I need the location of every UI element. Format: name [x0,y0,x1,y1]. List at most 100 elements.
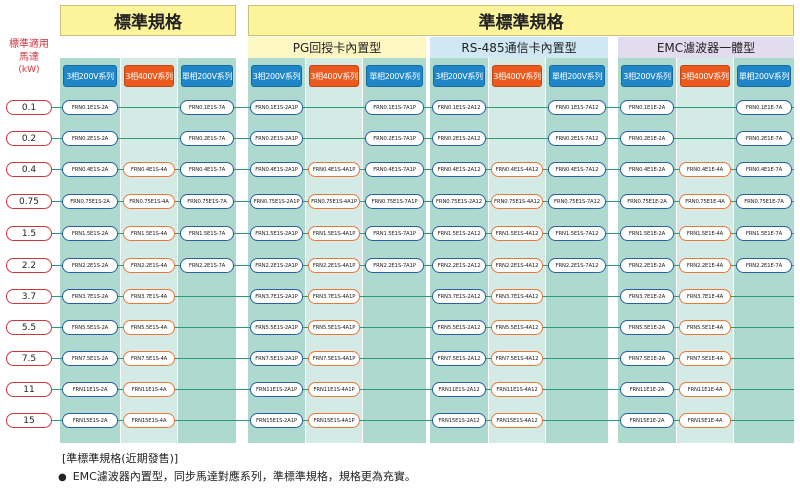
rating-label: 0.2 [6,131,52,146]
emc-filter-header: EMC濾波器一體型 [618,37,794,58]
series-header-emc-1p: 單相200V系列 [737,65,791,87]
model-cell: FRN0.4E1S-7A [180,162,234,177]
series-header-rs-200: 3相200V系列 [433,65,485,87]
column-band [546,58,608,443]
model-cell: FRN5.5E1S-4A1P [308,320,360,335]
model-cell: FRN15E1S-2A12 [432,413,486,428]
model-cell: FRN15E1S-2A [62,413,118,428]
model-cell: FRN0.2E1E-7A [736,131,792,146]
note-line: ●EMC濾波器內置型，同步馬達對應系列，準標準規格，規格更為充實。 [58,468,416,484]
rating-header-line1: 標準適用 [9,39,49,50]
column-band [489,58,545,443]
model-cell: FRN15E1S-4A12 [491,413,543,428]
series-header-std-1p: 單相200V系列 [181,65,233,87]
model-cell: FRN7.5E1E-2A [620,351,674,366]
model-cell: FRN0.4E1E-2A [620,162,674,177]
model-cell: FRN0.4E1S-4A12 [491,162,543,177]
model-cell: FRN5.5E1S-2A1P [250,320,303,335]
rating-label: 1.5 [6,226,52,241]
model-cell: FRN11E1S-4A1P [308,382,360,397]
model-cell: FRN0.1E1S-7A [180,100,234,115]
model-cell: FRN2.2E1S-7A12 [548,258,606,273]
model-cell: FRN15E1E-4A [679,413,731,428]
model-cell: FRN1.5E1S-2A1P [250,226,303,241]
model-cell: FRN1.5E1S-2A12 [432,226,486,241]
model-cell: FRN11E1S-4A12 [491,382,543,397]
rating-label: 3.7 [6,289,52,304]
model-cell: FRN7.5E1S-4A [123,351,175,366]
series-header-emc-400: 3相400V系列 [680,65,730,87]
model-cell: FRN7.5E1S-4A12 [491,351,543,366]
rating-label: 7.5 [6,351,52,366]
model-cell: FRN5.5E1S-2A [62,320,118,335]
model-cell: FRN0.75E1S-2A1P [250,194,303,209]
model-cell: FRN15E1S-4A [123,413,175,428]
model-cell: FRN2.2E1S-7A1P [365,258,424,273]
model-cell: FRN11E1E-2A [620,382,674,397]
model-cell: FRN0.75E1S-4A1P [308,194,360,209]
model-cell: FRN1.5E1E-7A [736,226,792,241]
model-cell: FRN3.7E1S-2A1P [250,289,303,304]
model-cell: FRN0.2E1S-2A1P [250,131,303,146]
model-cell: FRN5.5E1S-4A12 [491,320,543,335]
column-band [618,58,676,443]
model-cell: FRN3.7E1E-2A [620,289,674,304]
series-header-pg-400: 3相400V系列 [309,65,359,87]
series-header-pg-200: 3相200V系列 [251,65,302,87]
model-cell: FRN0.75E1E-4A [679,194,731,209]
model-cell: FRN15E1S-4A1P [308,413,360,428]
model-cell: FRN1.5E1S-4A1P [308,226,360,241]
model-cell: FRN0.4E1E-7A [736,162,792,177]
model-cell: FRN0.2E1S-7A1P [365,131,424,146]
series-header-rs-400: 3相400V系列 [492,65,542,87]
model-cell: FRN15E1S-2A1P [250,413,303,428]
column-band [306,58,362,443]
model-cell: FRN0.1E1S-2A [62,100,118,115]
model-cell: FRN11E1S-4A [123,382,175,397]
rating-label: 0.4 [6,162,52,177]
column-band [178,58,236,443]
model-cell: FRN2.2E1E-7A [736,258,792,273]
model-cell: FRN2.2E1S-4A1P [308,258,360,273]
model-cell: FRN0.75E1S-7A [180,194,234,209]
column-band [121,58,177,443]
motor-rating-header: 標準適用 馬達 (kW) [6,38,52,77]
row-line [52,389,794,390]
model-cell: FRN3.7E1S-2A12 [432,289,486,304]
model-cell: FRN1.5E1S-4A12 [491,226,543,241]
model-cell: FRN0.4E1S-4A [123,162,175,177]
model-cell: FRN0.1E1E-7A [736,100,792,115]
note-text: EMC濾波器內置型，同步馬達對應系列，準標準規格，規格更為充實。 [72,470,416,483]
model-cell: FRN0.4E1S-2A12 [432,162,486,177]
model-cell: FRN5.5E1S-2A12 [432,320,486,335]
model-cell: FRN1.5E1S-4A [123,226,175,241]
model-cell: FRN3.7E1S-4A1P [308,289,360,304]
model-cell: FRN0.75E1E-2A [620,194,674,209]
model-cell: FRN1.5E1S-7A1P [365,226,424,241]
note-title: [準標準規格(近期發售)] [62,452,179,465]
standard-header: 標準規格 [60,5,236,36]
rs485-card-header: RS-485通信卡內置型 [430,37,608,58]
model-cell: FRN7.5E1S-2A [62,351,118,366]
rating-header-line2: 馬達 [19,52,39,63]
column-band [60,58,120,443]
model-cell: FRN0.75E1E-7A [736,194,792,209]
model-cell: FRN7.5E1S-2A1P [250,351,303,366]
model-cell: FRN0.75E1S-4A12 [491,194,543,209]
model-cell: FRN3.7E1E-4A [679,289,731,304]
model-cell: FRN2.2E1S-7A [180,258,234,273]
row-line [52,327,794,328]
model-cell: FRN0.75E1S-2A [62,194,118,209]
column-band [248,58,305,443]
model-cell: FRN0.2E1E-2A [620,131,674,146]
pg-card-header: PG回授卡內置型 [248,37,426,58]
model-cell: FRN0.4E1S-4A1P [308,162,360,177]
model-cell: FRN0.4E1S-2A [62,162,118,177]
model-cell: FRN0.1E1S-7A1P [365,100,424,115]
model-cell: FRN0.2E1S-2A12 [432,131,486,146]
model-cell: FRN7.5E1E-4A [679,351,731,366]
series-header-rs-1p: 單相200V系列 [549,65,605,87]
model-cell: FRN0.1E1S-2A12 [432,100,486,115]
model-cell: FRN1.5E1S-7A12 [548,226,606,241]
column-band [430,58,488,443]
